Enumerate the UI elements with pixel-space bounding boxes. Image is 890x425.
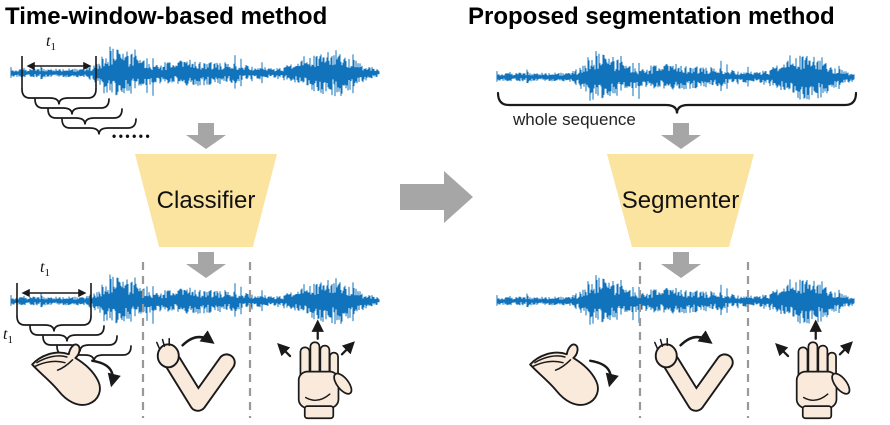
open-palm-hand-icon xyxy=(778,323,853,418)
elbow-flexion-arm-icon xyxy=(157,337,227,403)
emg-waveform-left-top xyxy=(10,46,380,97)
segmenter-box: Segmenter xyxy=(607,154,754,247)
segmenter-label: Segmenter xyxy=(621,186,740,214)
classifier-box: Classifier xyxy=(135,154,277,247)
time-window-label-top: t1 xyxy=(46,33,56,54)
time-window-label-bottom: t1 xyxy=(40,259,50,280)
wrist-flexion-hand-icon xyxy=(530,344,611,405)
down-arrow-icon xyxy=(186,123,226,149)
down-arrow-icon xyxy=(661,123,701,149)
emg-waveform-right-bottom xyxy=(496,275,855,325)
emg-waveform-right-top xyxy=(496,51,855,101)
whole-sequence-label: whole sequence xyxy=(513,110,636,129)
classifier-label: Classifier xyxy=(156,186,256,214)
elbow-flexion-arm-icon xyxy=(655,337,725,403)
whole-sequence-brace xyxy=(496,91,858,114)
right-method-title: Proposed segmentation method xyxy=(468,3,835,30)
down-arrow-icon xyxy=(186,252,226,278)
left-method-title: Time-window-based method xyxy=(5,3,328,30)
wrist-flexion-hand-icon xyxy=(32,344,113,405)
method-transform-right-arrow-icon xyxy=(400,171,473,223)
emg-waveform-left-bottom xyxy=(10,274,380,325)
open-palm-hand-icon xyxy=(280,323,355,418)
ellipsis-dots: •••••• xyxy=(112,129,153,143)
down-arrow-icon xyxy=(661,252,701,278)
time-window-label-side: t1 xyxy=(3,326,13,347)
